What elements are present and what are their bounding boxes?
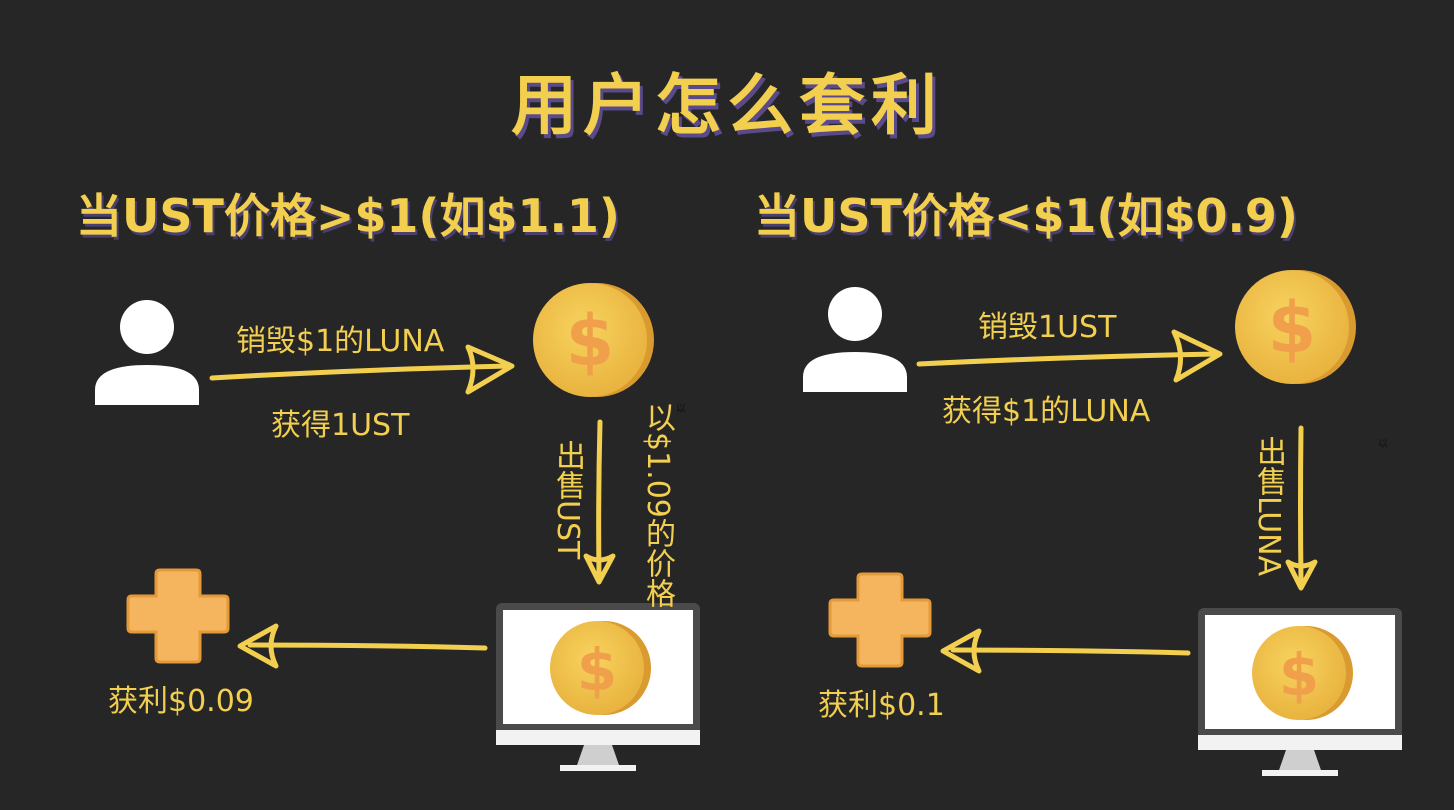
- arrow-icon: [209, 344, 515, 395]
- monitor-coin-icon: $: [496, 603, 700, 771]
- left-heading: 当UST价格>$1(如$1.1): [76, 189, 620, 243]
- right-sell-label: 出售LUNA: [1251, 436, 1286, 577]
- user-icon: [95, 300, 199, 405]
- monitor-coin-icon: $: [1198, 608, 1402, 776]
- user-icon: [803, 287, 907, 392]
- left-price-label: 以$1.09的价格: [640, 402, 675, 608]
- coin-icon: $: [533, 283, 654, 397]
- arrow-icon: [940, 628, 1191, 674]
- svg-text:$: $: [1279, 641, 1319, 709]
- arrow-icon: [916, 329, 1223, 383]
- right-arrow-bottom-label: 获得$1的LUNA: [942, 394, 1151, 429]
- left-profit-label: 获利$0.09: [108, 684, 254, 719]
- coin-icon: $: [1235, 270, 1356, 384]
- right-tiny-label: 以: [1378, 439, 1388, 450]
- plus-icon: [828, 572, 932, 668]
- right-heading: 当UST价格<$1(如$0.9): [754, 189, 1298, 243]
- svg-text:$: $: [566, 300, 615, 382]
- left-arrow-top-label: 销毁$1的LUNA: [236, 324, 445, 359]
- right-profit-label: 获利$0.1: [818, 688, 945, 723]
- arrow-icon: [237, 623, 488, 669]
- left-arrow-bottom-label: 获得1UST: [271, 408, 410, 443]
- arrow-icon: [1285, 425, 1318, 591]
- svg-text:$: $: [1268, 287, 1317, 369]
- left-sell-label: 出售UST: [550, 440, 585, 560]
- left-tiny-label: 以: [676, 404, 686, 415]
- page-title: 用户怎么套利: [511, 67, 943, 144]
- plus-icon: [126, 568, 230, 664]
- right-arrow-top-label: 销毁1UST: [978, 310, 1117, 345]
- arrow-icon: [583, 419, 616, 585]
- svg-text:$: $: [577, 636, 617, 704]
